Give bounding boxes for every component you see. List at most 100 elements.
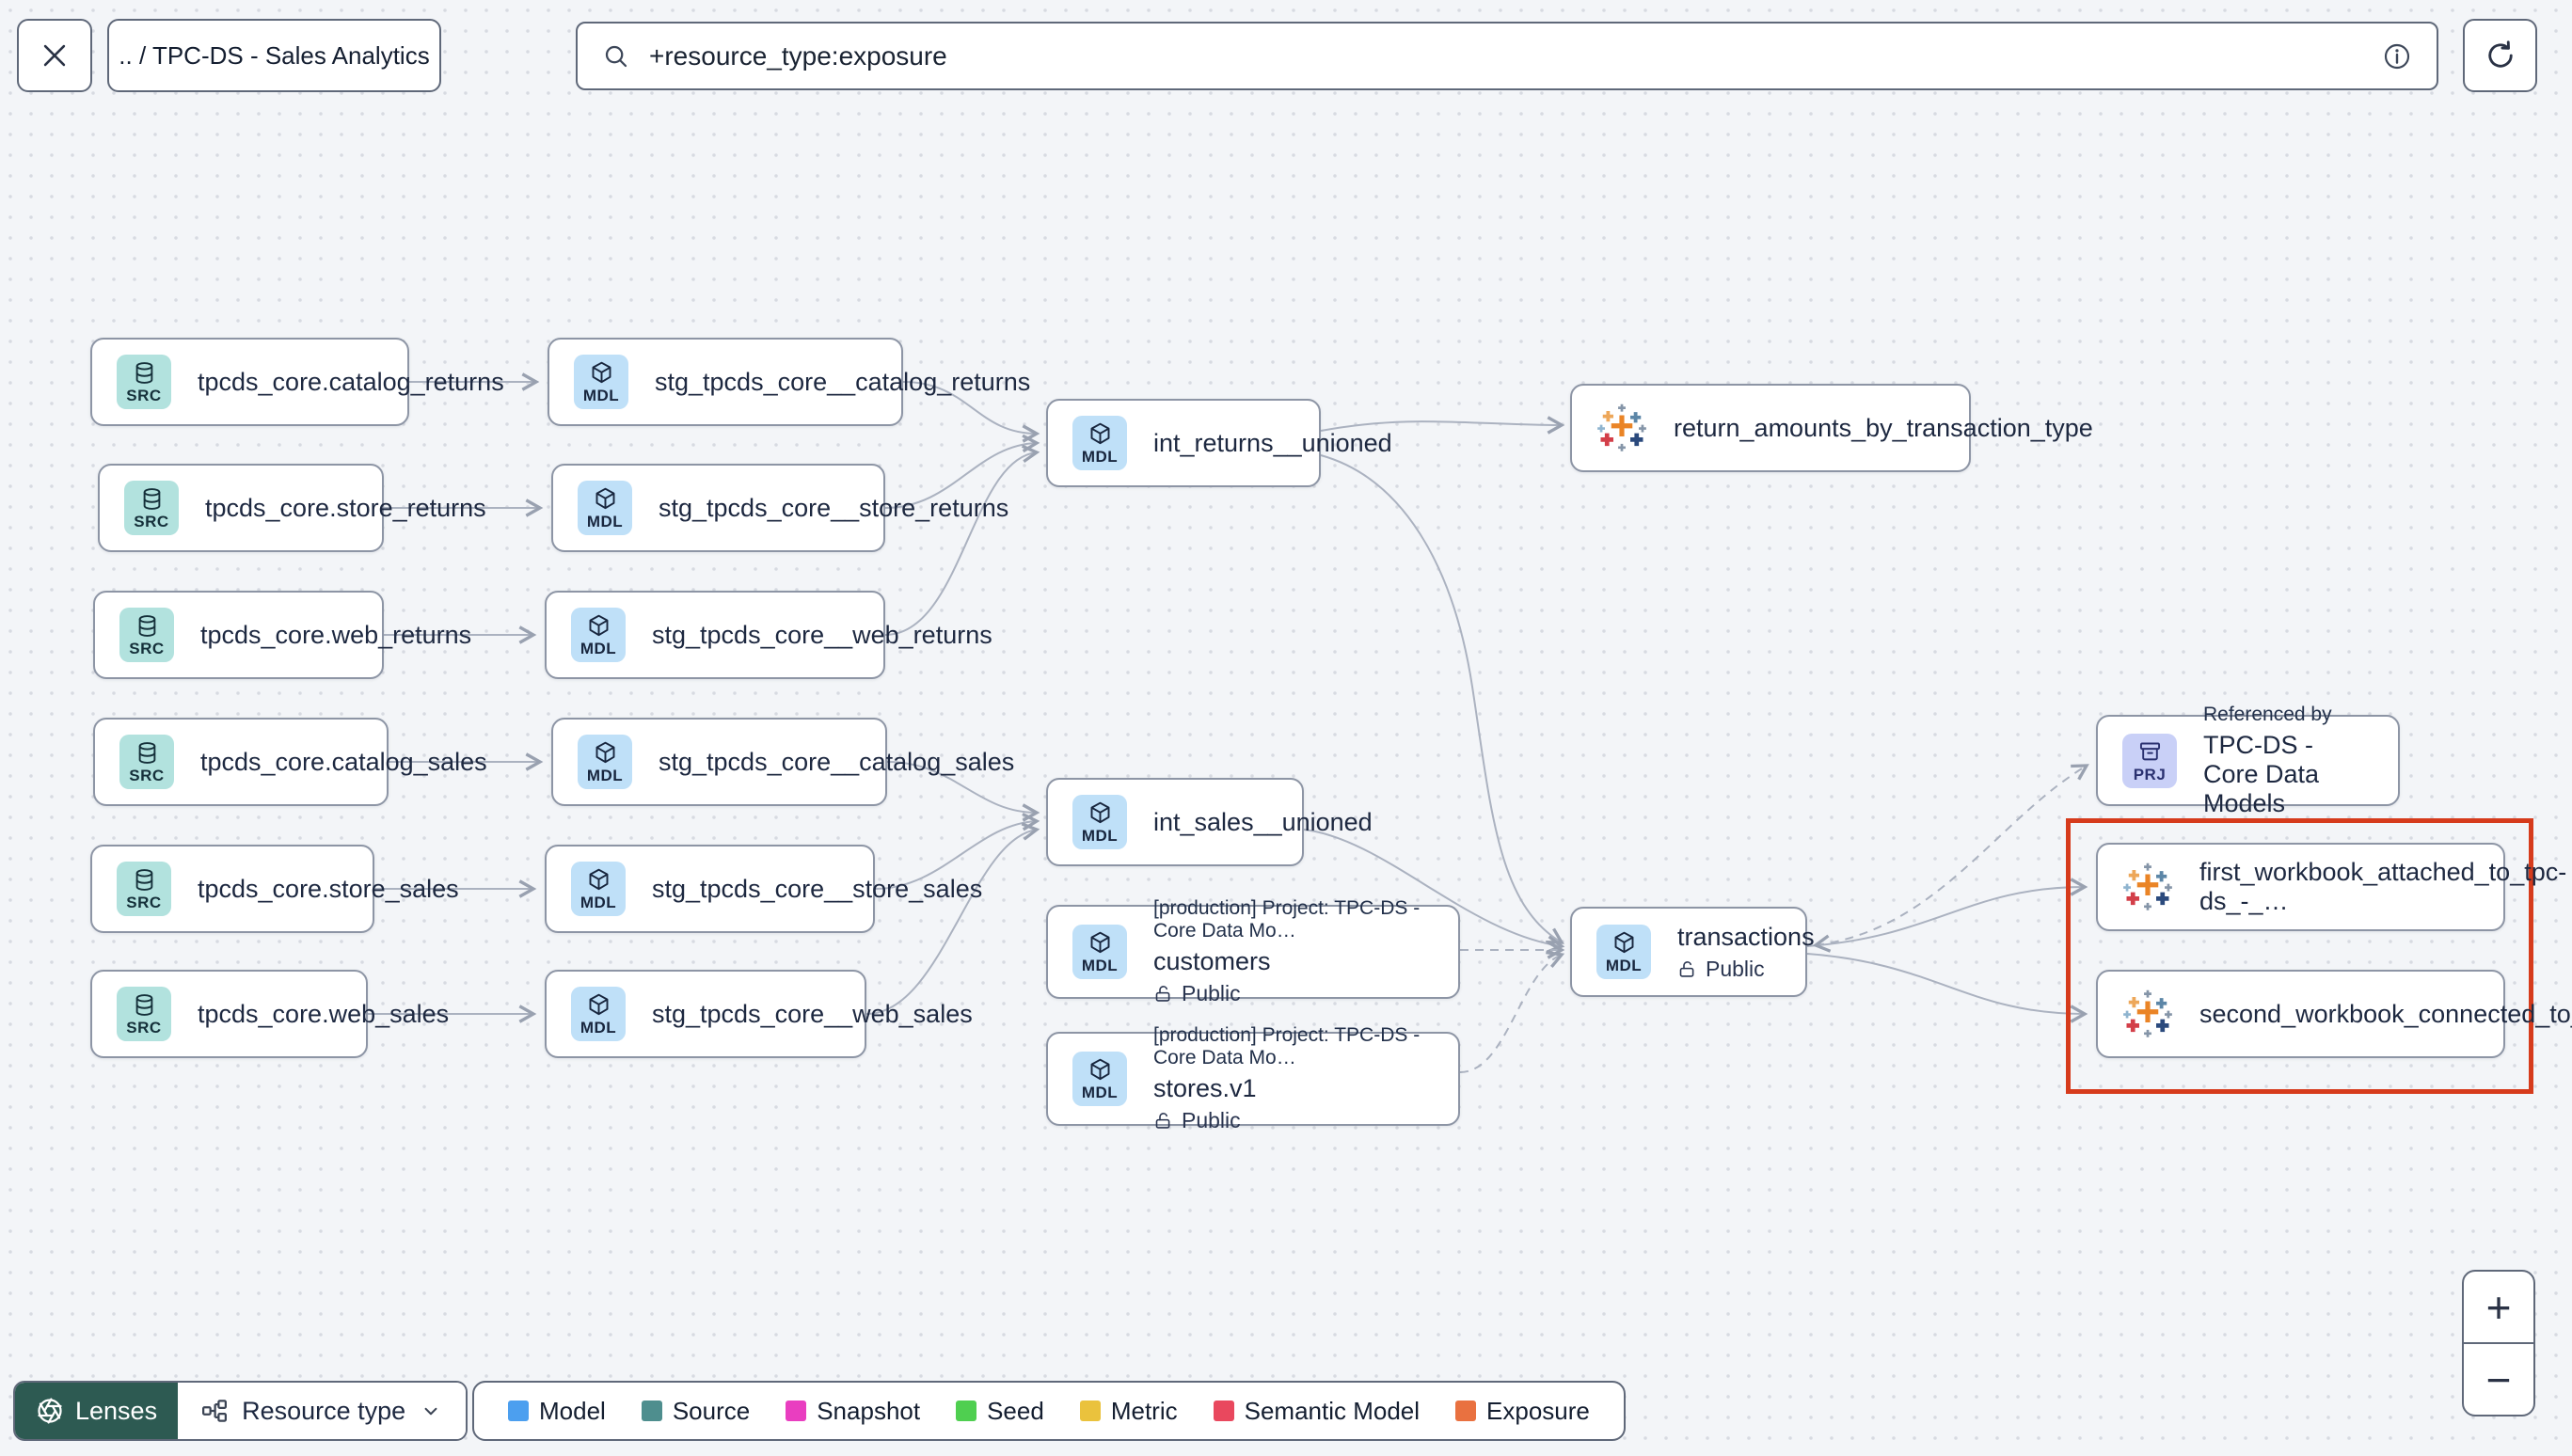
close-icon bbox=[43, 44, 66, 67]
model-icon: MDL bbox=[1596, 925, 1651, 979]
node-label: stg_tpcds_core__web_returns bbox=[652, 620, 992, 649]
legend-item-semantic-model: Semantic Model bbox=[1213, 1397, 1420, 1426]
node-source-store-returns[interactable]: SRC tpcds_core.store_returns bbox=[98, 464, 486, 552]
legend-swatch bbox=[508, 1401, 529, 1421]
node-model-int-returns-unioned[interactable]: MDL int_returns__unioned bbox=[1046, 399, 1392, 487]
node-label: stg_tpcds_core__store_returns bbox=[659, 493, 1009, 522]
node-exposure-second-workbook[interactable]: second_workbook_connected_to_live… bbox=[2096, 970, 2572, 1058]
legend-item-metric: Metric bbox=[1079, 1397, 1178, 1426]
node-label: stg_tpcds_core__store_sales bbox=[652, 874, 983, 903]
node-source-store-sales[interactable]: SRC tpcds_core.store_sales bbox=[90, 845, 459, 933]
node-project-referenced-by[interactable]: PRJ Referenced by TPC-DS - Core Data Mod… bbox=[2096, 704, 2400, 817]
project-icon: PRJ bbox=[2122, 733, 2177, 788]
node-model-customers[interactable]: MDL [production] Project: TPC-DS - Core … bbox=[1046, 897, 1460, 1005]
node-label: tpcds_core.store_sales bbox=[198, 874, 459, 903]
search-bar[interactable]: +resource_type:exposure bbox=[576, 22, 2438, 90]
legend-swatch bbox=[641, 1401, 662, 1421]
model-icon: MDL bbox=[1072, 925, 1127, 979]
breadcrumb[interactable]: .. / TPC-DS - Sales Analytics bbox=[107, 19, 441, 92]
model-icon: MDL bbox=[1072, 416, 1127, 470]
node-source-catalog-sales[interactable]: SRC tpcds_core.catalog_sales bbox=[93, 718, 487, 806]
node-label: second_workbook_connected_to_live… bbox=[2199, 999, 2572, 1028]
tableau-icon bbox=[1596, 403, 1647, 453]
search-icon bbox=[605, 45, 627, 67]
node-model-stg-web-returns[interactable]: MDL stg_tpcds_core__web_returns bbox=[545, 591, 992, 679]
close-button[interactable] bbox=[17, 19, 92, 92]
node-exposure-return-amounts[interactable]: return_amounts_by_transaction_type bbox=[1570, 384, 2093, 472]
resource-type-label: Resource type bbox=[242, 1396, 406, 1425]
node-source-web-sales[interactable]: SRC tpcds_core.web_sales bbox=[90, 970, 449, 1058]
node-label: tpcds_core.catalog_sales bbox=[200, 747, 487, 776]
node-label: tpcds_core.web_returns bbox=[200, 620, 472, 649]
legend-swatch bbox=[1213, 1401, 1234, 1421]
node-source-catalog-returns[interactable]: SRC tpcds_core.catalog_returns bbox=[90, 338, 504, 426]
node-model-stg-web-sales[interactable]: MDL stg_tpcds_core__web_sales bbox=[545, 970, 973, 1058]
referenced-by-label: Referenced by bbox=[2203, 703, 2332, 725]
node-model-stg-store-sales[interactable]: MDL stg_tpcds_core__store_sales bbox=[545, 845, 982, 933]
node-model-int-sales-unioned[interactable]: MDL int_sales__unioned bbox=[1046, 778, 1373, 866]
source-icon: SRC bbox=[117, 355, 171, 409]
model-icon: MDL bbox=[578, 481, 632, 535]
node-label: tpcds_core.store_returns bbox=[205, 493, 486, 522]
legend-item-snapshot: Snapshot bbox=[786, 1397, 920, 1426]
model-icon: MDL bbox=[571, 608, 626, 662]
unlock-icon bbox=[1153, 984, 1173, 1004]
zoom-controls: + − bbox=[2462, 1270, 2535, 1416]
node-model-stg-catalog-returns[interactable]: MDL stg_tpcds_core__catalog_returns bbox=[548, 338, 1030, 426]
node-project-meta: [production] Project: TPC-DS - Core Data… bbox=[1153, 1024, 1421, 1068]
legend-item-source: Source bbox=[641, 1397, 750, 1426]
legend-swatch bbox=[1079, 1401, 1101, 1421]
legend-item-exposure: Exposure bbox=[1455, 1397, 1590, 1426]
node-label: TPC-DS - Core Data Models bbox=[2203, 730, 2320, 817]
model-icon: MDL bbox=[1072, 1052, 1127, 1106]
model-icon: MDL bbox=[574, 355, 628, 409]
node-access: Public bbox=[1677, 957, 1815, 982]
refresh-button[interactable] bbox=[2463, 19, 2537, 92]
node-label: transactions bbox=[1677, 922, 1815, 951]
node-label: int_sales__unioned bbox=[1153, 807, 1373, 836]
aperture-icon bbox=[36, 1397, 64, 1425]
lenses-button[interactable]: Lenses bbox=[15, 1383, 179, 1439]
node-model-stg-catalog-sales[interactable]: MDL stg_tpcds_core__catalog_sales bbox=[551, 718, 1014, 806]
node-model-stores-v1[interactable]: MDL [production] Project: TPC-DS - Core … bbox=[1046, 1024, 1460, 1132]
resource-type-icon bbox=[200, 1397, 229, 1425]
node-access: Public bbox=[1153, 981, 1434, 1006]
search-input[interactable]: +resource_type:exposure bbox=[649, 40, 947, 71]
source-icon: SRC bbox=[119, 735, 174, 789]
node-label: first_workbook_attached_to_tpc-ds_-_… bbox=[2199, 858, 2567, 915]
model-icon: MDL bbox=[571, 862, 626, 916]
node-label: stg_tpcds_core__catalog_returns bbox=[655, 367, 1031, 396]
lenses-label: Lenses bbox=[75, 1396, 158, 1425]
node-exposure-first-workbook[interactable]: first_workbook_attached_to_tpc-ds_-_… bbox=[2096, 843, 2566, 931]
lenses-pill: Lenses Resource type bbox=[13, 1381, 468, 1441]
resource-type-dropdown[interactable]: Resource type bbox=[178, 1383, 467, 1439]
node-model-transactions[interactable]: MDL transactions Public bbox=[1570, 907, 1815, 997]
source-icon: SRC bbox=[124, 481, 179, 535]
node-source-web-returns[interactable]: SRC tpcds_core.web_returns bbox=[93, 591, 471, 679]
source-icon: SRC bbox=[119, 608, 174, 662]
info-icon[interactable] bbox=[2382, 41, 2412, 71]
node-model-stg-store-returns[interactable]: MDL stg_tpcds_core__store_returns bbox=[551, 464, 1008, 552]
node-label: stg_tpcds_core__catalog_sales bbox=[659, 747, 1015, 776]
node-label: return_amounts_by_transaction_type bbox=[1674, 413, 2093, 442]
node-label: stores.v1 bbox=[1153, 1074, 1257, 1102]
zoom-in-button[interactable]: + bbox=[2485, 1282, 2512, 1332]
zoom-out-button[interactable]: − bbox=[2485, 1354, 2512, 1404]
legend-item-model: Model bbox=[508, 1397, 606, 1426]
node-label: tpcds_core.web_sales bbox=[198, 999, 450, 1028]
model-icon: MDL bbox=[578, 735, 632, 789]
unlock-icon bbox=[1677, 959, 1697, 979]
legend-swatch bbox=[956, 1401, 977, 1421]
legend-item-seed: Seed bbox=[956, 1397, 1044, 1426]
node-project-meta: [production] Project: TPC-DS - Core Data… bbox=[1153, 897, 1421, 942]
node-label: int_returns__unioned bbox=[1153, 428, 1392, 457]
node-access: Public bbox=[1153, 1108, 1434, 1133]
zoom-divider bbox=[2464, 1342, 2533, 1344]
model-icon: MDL bbox=[1072, 795, 1127, 849]
resource-type-legend: Model Source Snapshot Seed Metric Semant… bbox=[472, 1381, 1626, 1441]
unlock-icon bbox=[1153, 1111, 1173, 1131]
source-icon: SRC bbox=[117, 987, 171, 1041]
model-icon: MDL bbox=[571, 987, 626, 1041]
